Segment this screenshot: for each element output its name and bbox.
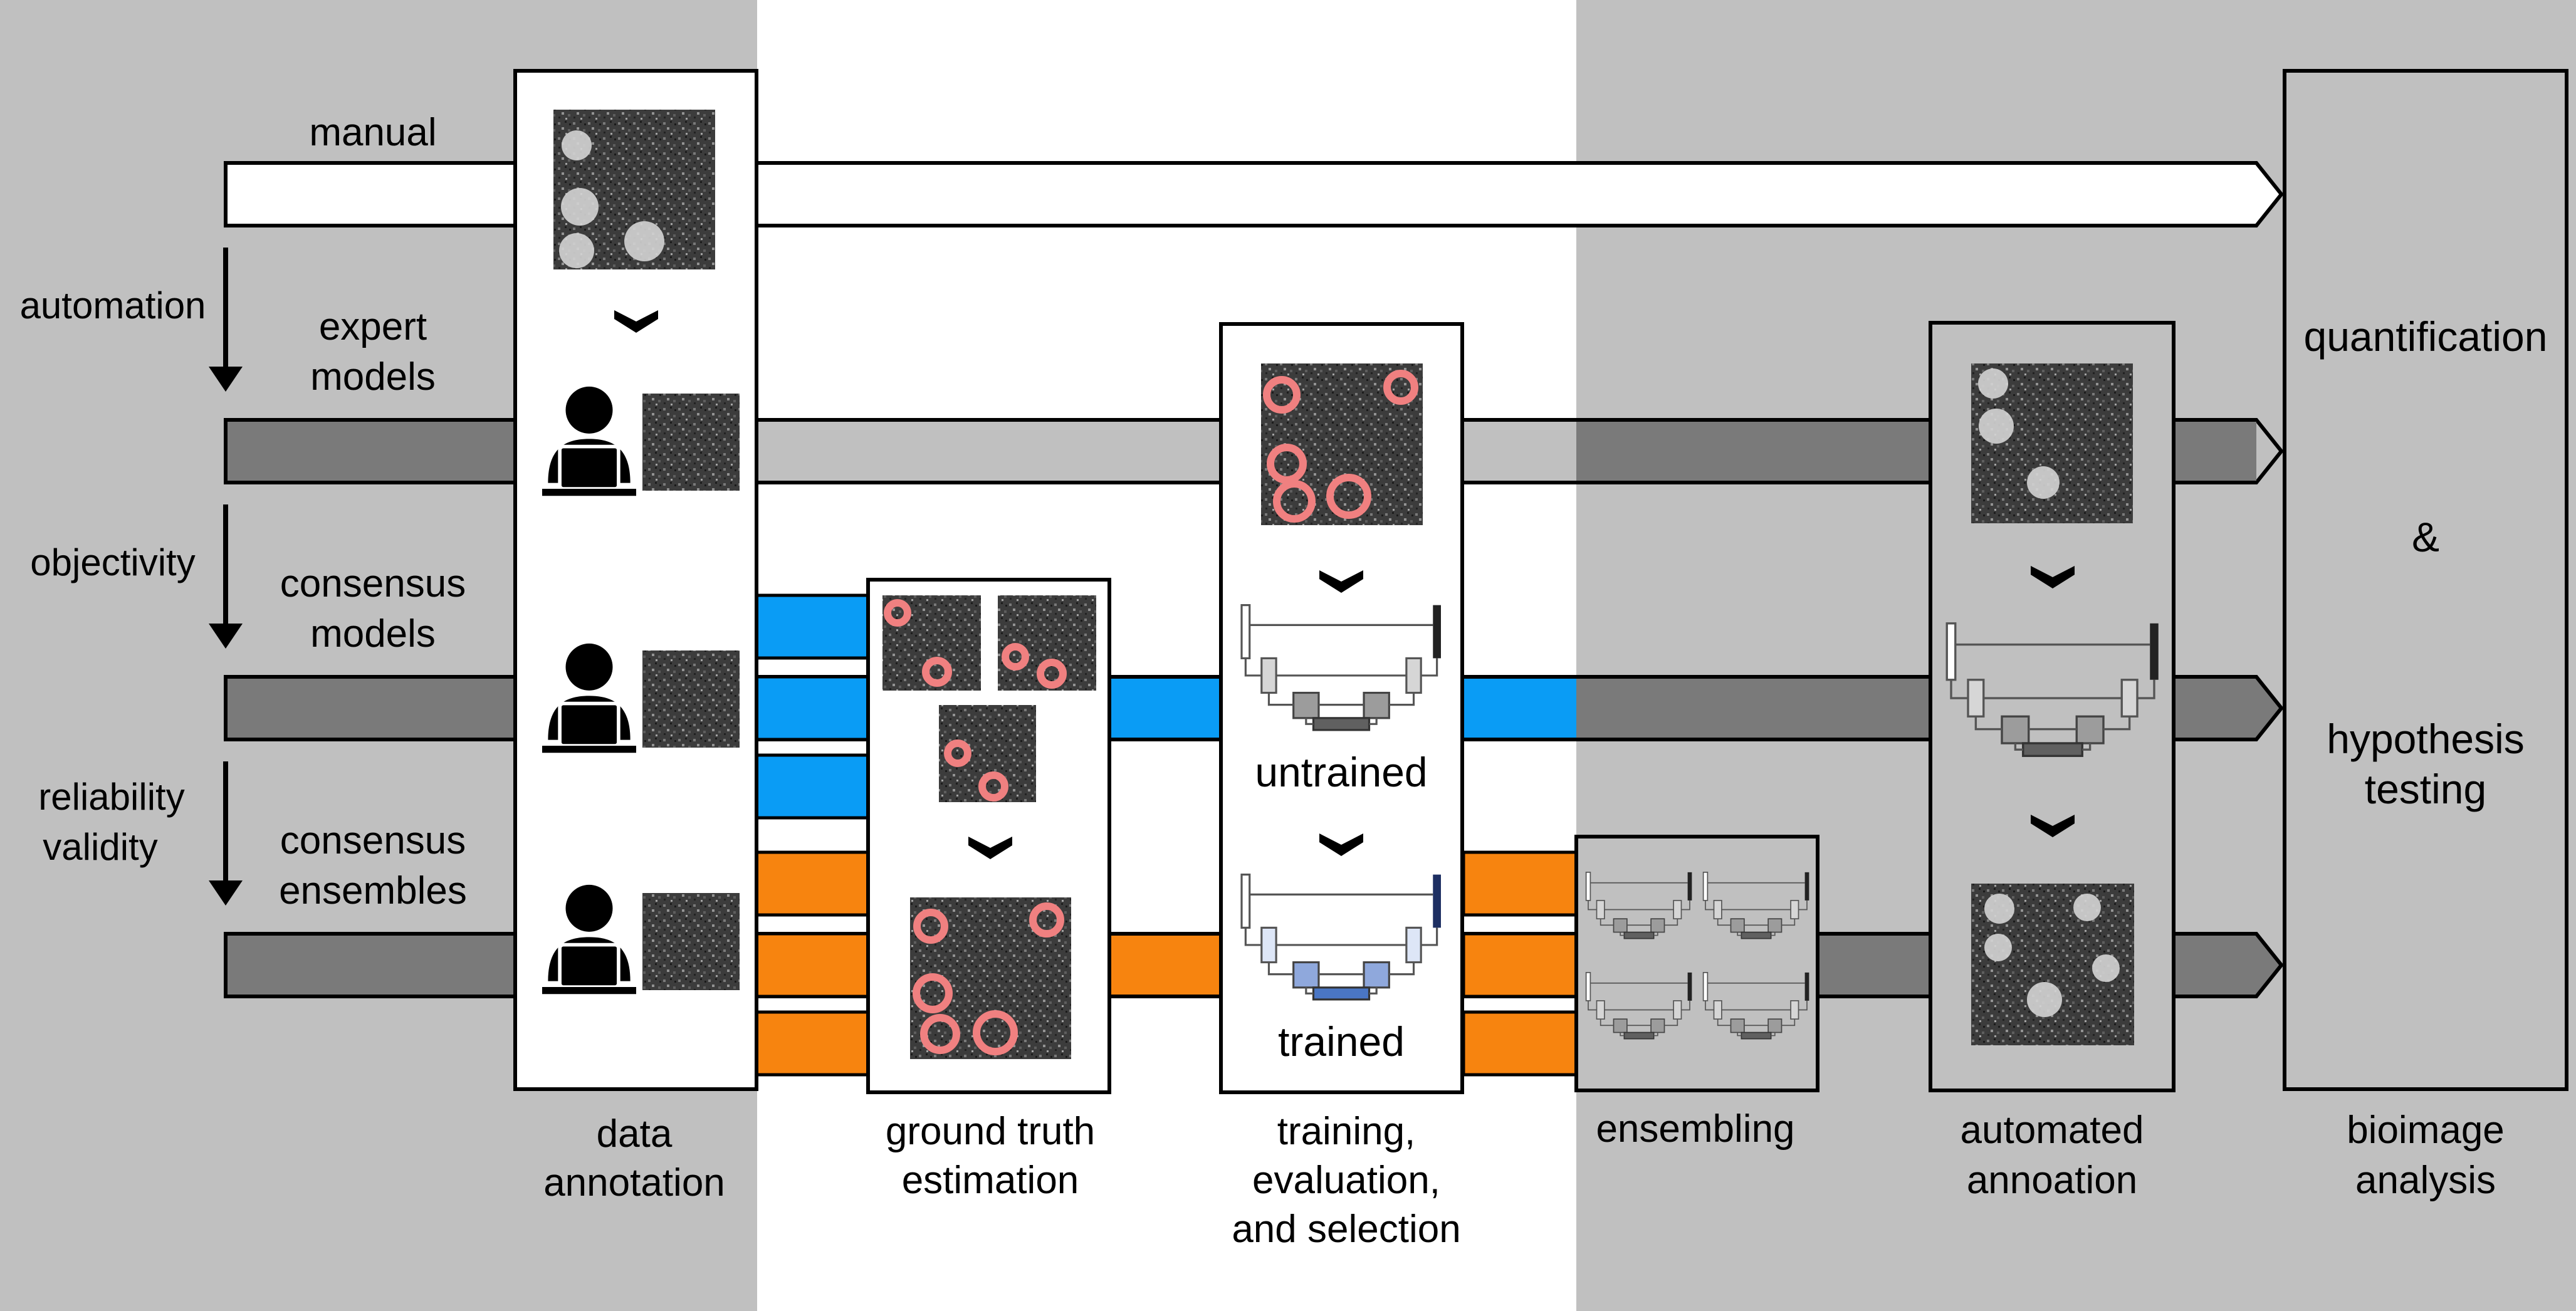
annotation-ring (1037, 659, 1067, 689)
row-label-consensus-2: consensus (280, 819, 466, 862)
quantification-label: quantification (2304, 313, 2548, 360)
untrained-label: untrained (1255, 749, 1427, 795)
validity-label: validity (43, 826, 157, 868)
annotation-ring (1029, 902, 1064, 938)
ensemble-bars-orange (1462, 850, 1579, 1077)
ensembling-box (1574, 835, 1819, 1092)
annotation-ring (913, 973, 953, 1013)
step-label-automated: automated (1961, 1109, 2144, 1152)
step-label-annotation: annotation (543, 1161, 725, 1204)
testing-label: testing (2365, 766, 2486, 812)
cell (2027, 466, 2060, 499)
step-label-ensembling: ensembling (1596, 1107, 1794, 1151)
cell (562, 130, 592, 160)
annotation-ring (920, 1014, 960, 1054)
annotation-ring (1273, 480, 1316, 523)
annotation-ring (922, 657, 952, 687)
row-label-consensus-models: models (310, 612, 436, 656)
cell (1984, 894, 2014, 924)
step-label-annoation: annoation (1967, 1159, 2137, 1202)
cell (559, 233, 594, 268)
annotator-image-3 (939, 705, 1036, 802)
cell (1984, 934, 2012, 961)
row-label-consensus: consensus (280, 562, 466, 605)
cell (1979, 409, 2014, 444)
bioimage-analysis-box (2283, 69, 2568, 1091)
expert-annotation-image (642, 394, 740, 491)
automation-label: automation (20, 285, 206, 326)
annotation-ring (884, 599, 911, 627)
row-label-manual: manual (309, 111, 436, 154)
step-label-estimation: estimation (902, 1159, 1079, 1202)
annotator-image-2 (998, 595, 1096, 691)
step-label-data: data (597, 1112, 673, 1156)
cell (2092, 954, 2120, 982)
annotator-image-1 (882, 595, 981, 691)
reliability-arrow (209, 761, 243, 906)
expert-band-dark-left (228, 422, 516, 481)
step-label-selection: and selection (1232, 1208, 1460, 1251)
row-label-ensembles: ensembles (279, 869, 467, 912)
objectivity-arrow (209, 504, 243, 649)
cell (1978, 368, 2008, 399)
annotation-ring (1383, 370, 1418, 405)
annotator-bars-blue (753, 593, 870, 820)
hypothesis-label: hypothesis (2327, 716, 2525, 762)
row-label-expert: expert (319, 305, 427, 348)
ampersand-label: & (2412, 514, 2439, 560)
step-label-evaluation: evaluation, (1252, 1159, 1440, 1202)
automation-arrow (209, 248, 243, 392)
annotation-ring (913, 909, 948, 944)
annotation-ring (973, 1010, 1018, 1055)
step-label-bioimage: bioimage (2347, 1109, 2505, 1152)
trained-label: trained (1278, 1018, 1405, 1065)
annotation-ring (1326, 474, 1371, 519)
cell (624, 221, 664, 261)
step-label-training: training, (1277, 1110, 1416, 1153)
row-label-expert-models: models (310, 355, 436, 399)
cell (2027, 982, 2062, 1017)
annotation-ring (944, 739, 971, 767)
objectivity-label: objectivity (30, 541, 195, 583)
annotation-ring (1263, 376, 1301, 414)
consensus-annotation-image (642, 650, 740, 748)
annotation-ring (1002, 643, 1029, 671)
annotation-ring (1267, 444, 1307, 484)
step-label-analysis: analysis (2355, 1159, 2496, 1202)
step-label-ground-truth: ground truth (886, 1110, 1095, 1153)
annotation-ring (978, 771, 1008, 802)
cell (2073, 894, 2101, 921)
annotator-bars-orange (753, 850, 870, 1077)
cell (561, 188, 599, 226)
reliability-label: reliability (38, 776, 184, 818)
ensemble-annotation-image (642, 893, 740, 990)
